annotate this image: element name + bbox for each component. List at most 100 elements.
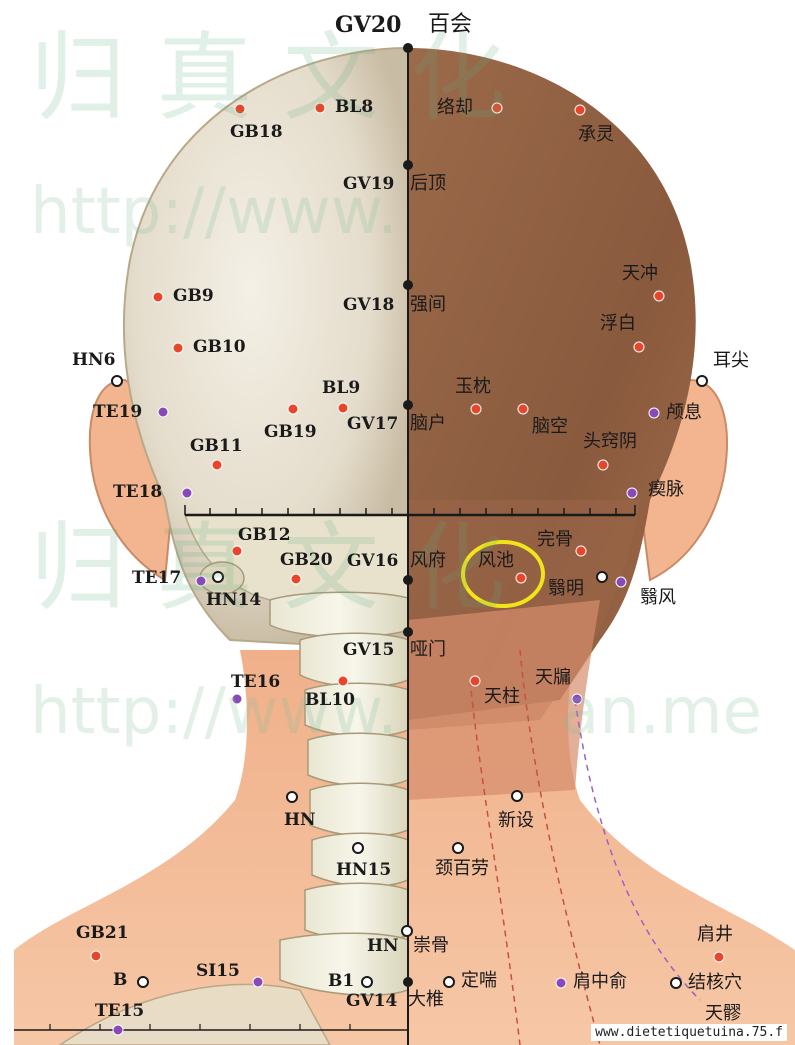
touqiaoyin-point [598, 460, 608, 470]
tianliao-label: 天髎 [705, 1005, 741, 1023]
wangu-point [576, 546, 586, 556]
b1-label: B1 [328, 973, 354, 990]
tianchong-label: 天冲 [622, 265, 658, 283]
hn-label: HN [284, 812, 316, 829]
gv18-point [403, 280, 413, 290]
naokong-label: 脑空 [532, 418, 568, 436]
dingchuan-label: 定喘 [461, 972, 497, 990]
jiehexue-point [671, 978, 681, 988]
b-point [138, 977, 148, 987]
jianzhongshu-label: 肩中俞 [573, 973, 627, 991]
gb18-label: GB18 [230, 124, 283, 141]
gv14-code: GV14 [346, 993, 397, 1010]
gb19-point [288, 404, 298, 414]
te15-point [113, 1025, 123, 1035]
erjian-label: 耳尖 [713, 352, 749, 370]
gv18-code: GV18 [343, 297, 394, 314]
fubai-point [634, 342, 644, 352]
chonggu-label: 崇骨 [413, 937, 449, 955]
gb21-label: GB21 [76, 925, 129, 942]
hn2-label: HN [367, 938, 399, 955]
gv17-name: 脑户 [410, 415, 446, 433]
luxi-point [649, 408, 659, 418]
gb9-point [153, 292, 163, 302]
jianjing-label: 肩井 [697, 926, 733, 944]
gv17-point [403, 400, 413, 410]
gv20-name: 百会 [428, 14, 472, 36]
dingchuan-point [444, 977, 454, 987]
naokong-point [518, 404, 528, 414]
gb10-label: GB10 [193, 339, 246, 356]
gv15-name: 哑门 [410, 641, 446, 659]
watermark-brand: 归 真 文 化 [30, 30, 506, 126]
bl9-point [338, 403, 348, 413]
tianchong-point [654, 291, 664, 301]
gv19-code: GV19 [343, 176, 394, 193]
b-label: B [113, 972, 127, 989]
si15-point [253, 977, 263, 987]
tianzhu-label: 天柱 [484, 688, 520, 706]
gb11-label: GB11 [190, 438, 243, 455]
yifeng-point [616, 577, 626, 587]
tianyou-label: 天牖 [535, 669, 571, 687]
jianjing-point [714, 952, 724, 962]
te17-label: TE17 [132, 570, 181, 587]
hn6-point [112, 376, 122, 386]
bl10-label: BL10 [305, 692, 355, 709]
jingbailao-label: 颈百劳 [435, 860, 489, 878]
bl9-label: BL9 [322, 380, 360, 397]
luoque-label: 络却 [437, 99, 473, 117]
erjian-point [697, 376, 707, 386]
gv15-code: GV15 [343, 642, 394, 659]
wangu-label: 完骨 [537, 531, 573, 549]
gv16-name: 风府 [410, 552, 446, 570]
hn15-point [353, 843, 363, 853]
gv20-code: GV20 [335, 14, 401, 36]
gb10-point [173, 343, 183, 353]
te15-label: TE15 [95, 1003, 144, 1020]
si15-label: SI15 [196, 963, 240, 980]
gb19-label: GB19 [264, 424, 317, 441]
gv14-point [403, 977, 413, 987]
jianzhongshu-point [556, 978, 566, 988]
te16-label: TE16 [231, 674, 280, 691]
gv15-point [403, 627, 413, 637]
gb12-label: GB12 [238, 527, 291, 544]
chimai-point [627, 488, 637, 498]
hn15-label: HN15 [336, 862, 391, 879]
chonggu-point [402, 926, 412, 936]
gv19-name: 后顶 [410, 175, 446, 193]
chengling-label: 承灵 [578, 126, 614, 144]
yuzhen-label: 玉枕 [455, 378, 491, 396]
jiehexue-label: 结核穴 [688, 974, 742, 992]
credit-url: www.dietetiquetuina.75.f [591, 1024, 787, 1041]
fengchi-label: 风池 [478, 552, 514, 570]
tianzhu-point [470, 676, 480, 686]
chengling-point [575, 105, 585, 115]
xinshe-point [512, 791, 522, 801]
gv14-name: 大椎 [408, 991, 444, 1009]
gb11-point [212, 460, 222, 470]
te18-point [182, 488, 192, 498]
hn-point [287, 792, 297, 802]
yiming-point [597, 572, 607, 582]
gv18-name: 强间 [410, 296, 446, 314]
yiming-label: 翳明 [548, 580, 584, 598]
gv16-code: GV16 [347, 553, 398, 570]
yifeng-label: 翳风 [640, 589, 676, 607]
touqiaoyin-label: 头窍阴 [583, 433, 637, 451]
hn14-label: HN14 [206, 592, 261, 609]
gb20-label: GB20 [280, 552, 333, 569]
luxi-label: 颅息 [666, 404, 702, 422]
te19-label: TE19 [93, 404, 142, 421]
gv17-code: GV17 [347, 416, 398, 433]
b1-point [362, 977, 372, 987]
hn6-label: HN6 [72, 352, 115, 369]
xinshe-label: 新设 [498, 812, 534, 830]
gv19-point [403, 160, 413, 170]
watermark-url-suffix: an.me [560, 680, 762, 744]
gb9-label: GB9 [173, 288, 214, 305]
bl8-label: BL8 [335, 99, 373, 116]
fengchi-point [516, 573, 526, 583]
te19-point [158, 407, 168, 417]
